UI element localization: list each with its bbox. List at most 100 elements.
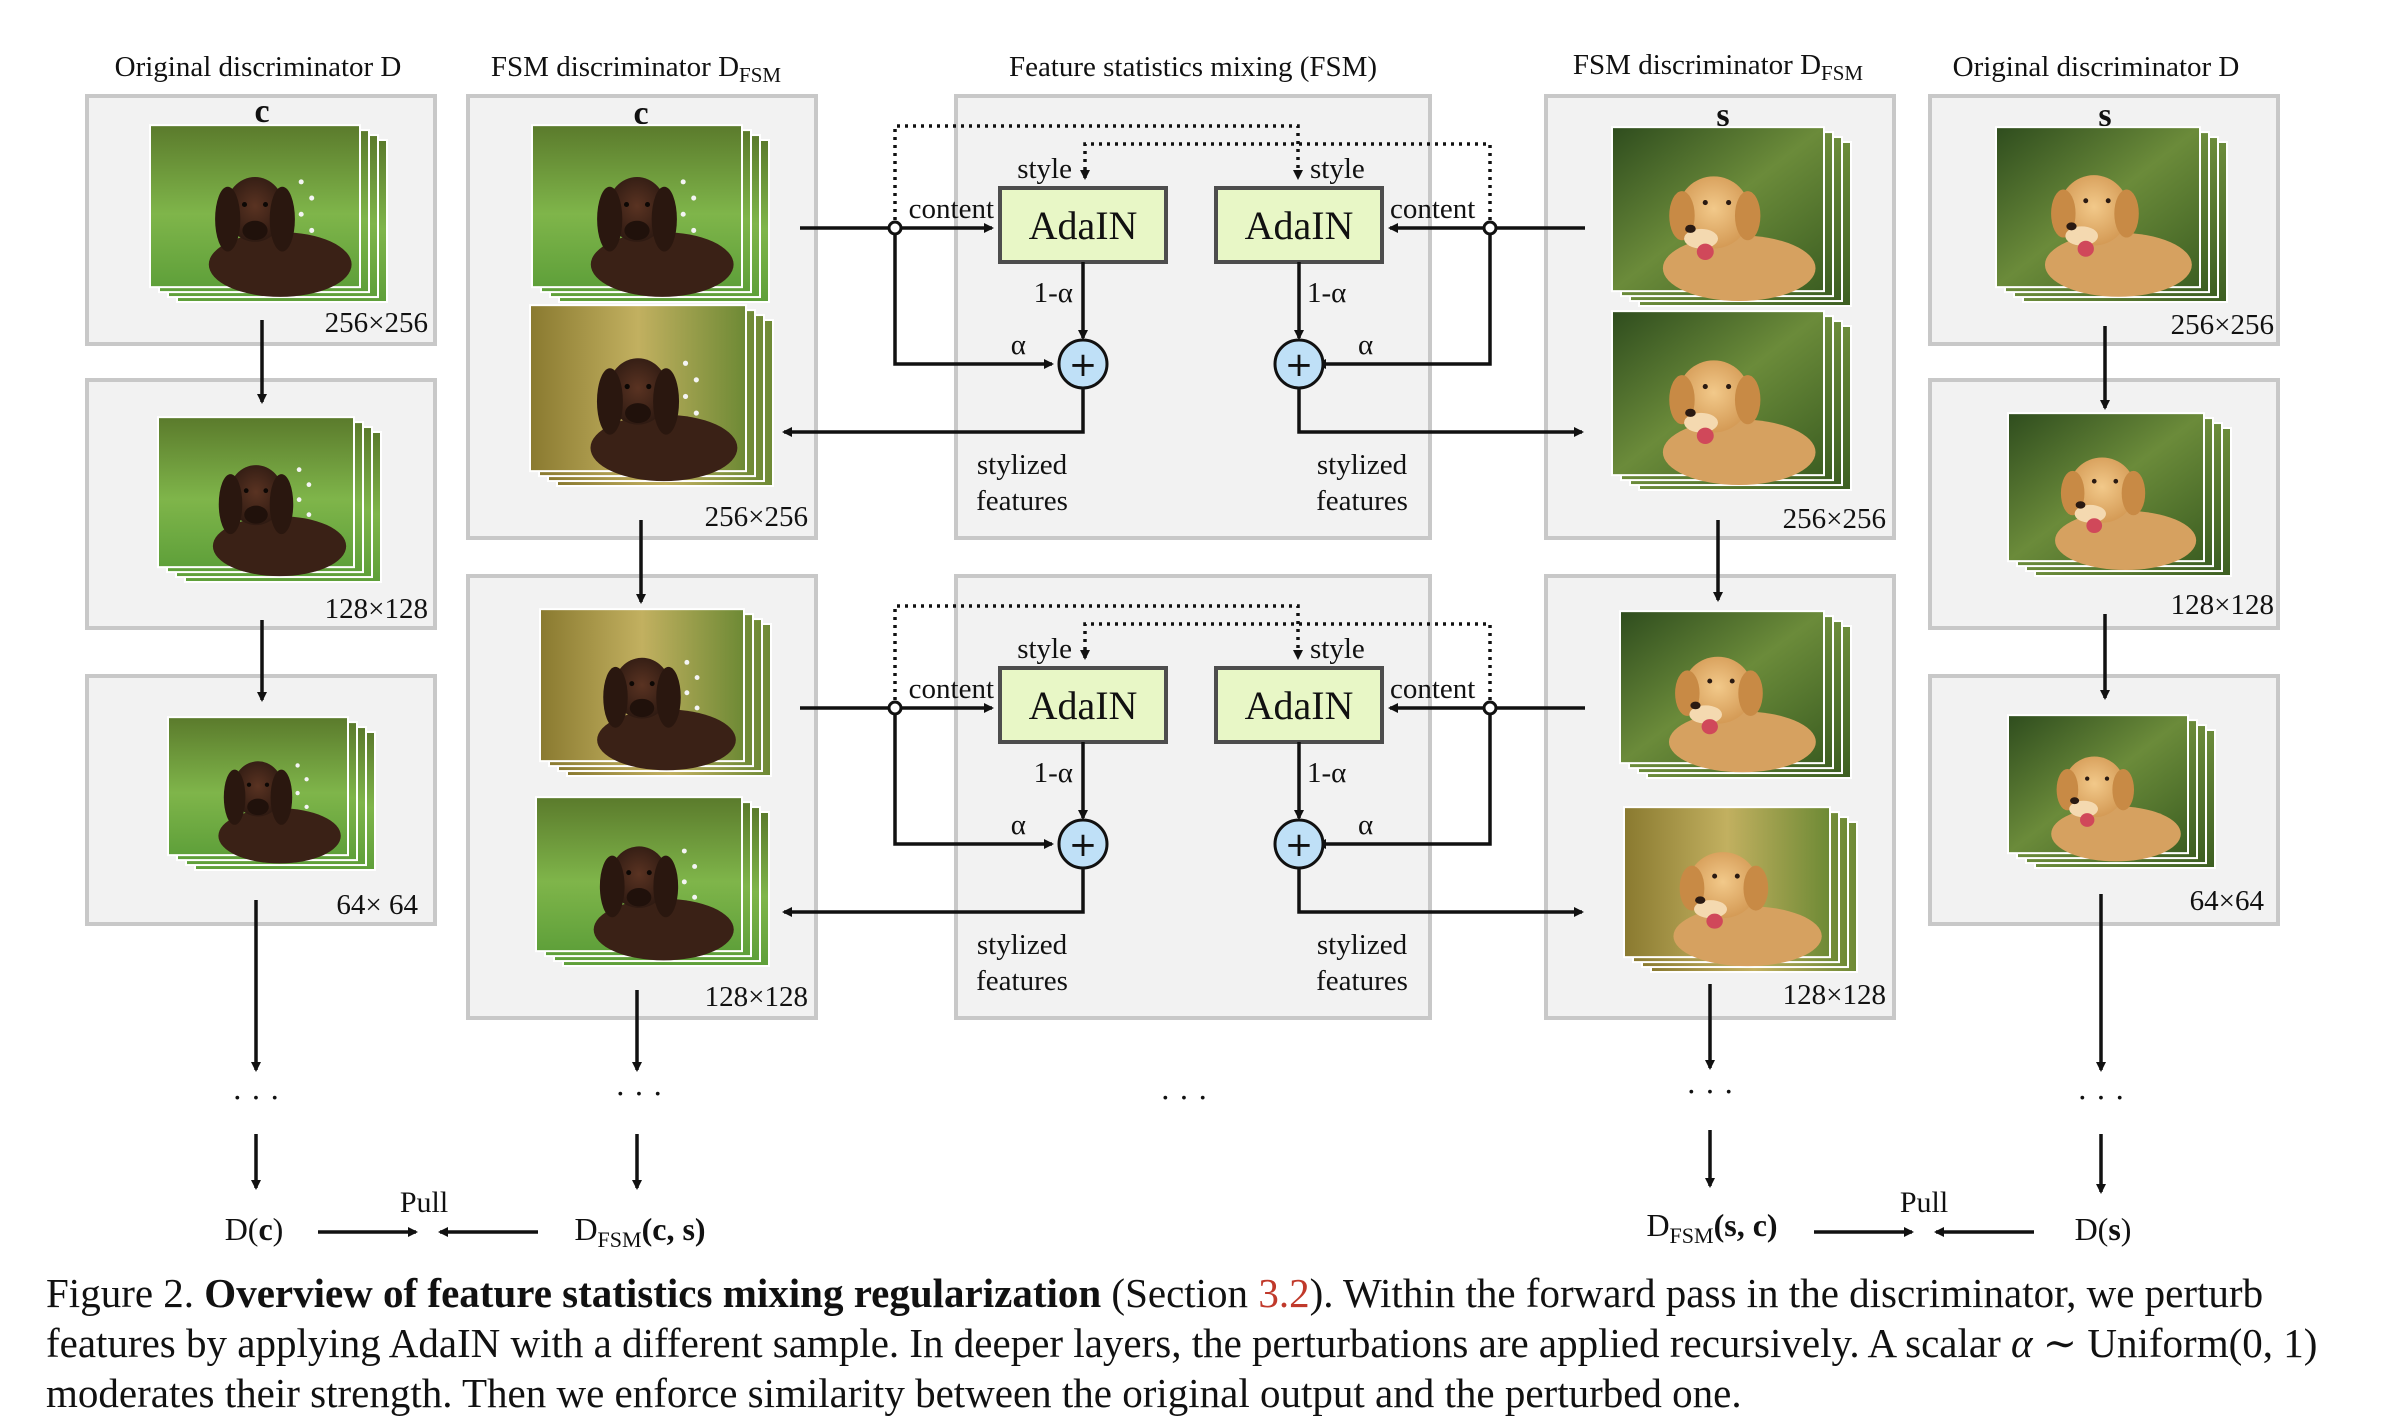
- dots-orig-right: · · ·: [2077, 1079, 2125, 1115]
- stylized-output-right: [1297, 868, 1584, 917]
- features-label-right: features: [1316, 485, 1408, 517]
- size-orig-right-64: 64×64: [2190, 885, 2265, 917]
- stylized-label-right: stylized: [1317, 449, 1408, 481]
- image-stack-c-64: [167, 716, 376, 871]
- alpha-skip-left: [893, 228, 1054, 369]
- image-stack-c-128: [157, 416, 382, 583]
- stylized-output-right: [1297, 388, 1584, 437]
- one-minus-alpha-label-right: 1-α: [1307, 277, 1346, 309]
- svg-text:+: +: [1069, 345, 1098, 385]
- one-minus-alpha-label-left: 1-α: [1034, 757, 1073, 789]
- pull-label-left: Pull: [400, 1186, 448, 1219]
- dots-fsm-left: · · ·: [615, 1075, 663, 1111]
- dots-mixing: · · ·: [1160, 1079, 1208, 1115]
- panel-mixing-bottom: [954, 574, 1432, 1020]
- size-fsm-right-256: 256×256: [1783, 503, 1886, 535]
- adain-label-left: AdaIN: [1029, 203, 1138, 248]
- content-label-right: content: [1390, 193, 1475, 225]
- features-label-left: features: [976, 485, 1068, 517]
- size-orig-right-128: 128×128: [2171, 589, 2274, 621]
- image-stack-fsm-sc-128: [1623, 806, 1858, 973]
- stylized-label-right: stylized: [1317, 929, 1408, 961]
- content-label-left: content: [909, 673, 994, 705]
- panel-mixing-top: [954, 94, 1432, 540]
- style-dotted-line-right-to-left: [1080, 142, 1492, 228]
- svg-text:+: +: [1285, 345, 1314, 385]
- alpha-label-left: α: [1011, 329, 1026, 361]
- title-orig-left: Original discriminator D: [115, 51, 402, 83]
- style-label-left: style: [1017, 633, 1072, 665]
- symbol-c-left-fsm: c: [633, 95, 648, 132]
- features-label-left: features: [976, 965, 1068, 997]
- alpha-label-left: α: [1011, 809, 1026, 841]
- style-dotted-line-left-to-right: [893, 124, 1303, 228]
- caption-bold-title: Overview of feature statistics mixing re…: [204, 1270, 1102, 1316]
- style-dotted-line-right-to-left: [1080, 622, 1492, 708]
- panels: [85, 94, 2280, 1020]
- stylized-output-left: [782, 868, 1085, 917]
- content-label-right: content: [1390, 673, 1475, 705]
- title-mixing: Feature statistics mixing (FSM): [1009, 51, 1377, 83]
- image-stack-fsm-c-128: [539, 608, 772, 777]
- stylized-label-left: stylized: [977, 929, 1068, 961]
- output-d-c: D(c): [225, 1211, 284, 1247]
- size-orig-right-256: 256×256: [2171, 309, 2274, 341]
- section-link[interactable]: 3.2: [1258, 1270, 1310, 1316]
- stylized-label-left: stylized: [977, 449, 1068, 481]
- adain-label-right: AdaIN: [1245, 683, 1354, 728]
- alpha-label-right: α: [1358, 329, 1373, 361]
- output-d-s: D(s): [2075, 1211, 2132, 1247]
- image-stack-fsm-cs-256: [529, 304, 774, 487]
- mixing-blocks: AdaIN AdaIN + + style style content content 1-α 1…: [782, 124, 1585, 997]
- pull-label-right: Pull: [1900, 1186, 1948, 1219]
- title-fsm-left: FSM discriminator DFSM: [491, 51, 781, 87]
- adain-box-right: [1214, 186, 1384, 264]
- style-label-right: style: [1310, 153, 1365, 185]
- output-dfsm-cs: DFSM(c, s): [574, 1211, 705, 1252]
- size-orig-left-64: 64× 64: [336, 889, 418, 921]
- adain-box-left: [998, 186, 1168, 264]
- size-fsm-left-256: 256×256: [705, 501, 808, 533]
- style-dotted-line-left-to-right: [893, 604, 1303, 708]
- size-orig-left-128: 128×128: [325, 593, 428, 625]
- adain-label-left: AdaIN: [1029, 683, 1138, 728]
- style-label-left: style: [1017, 153, 1072, 185]
- image-stacks: [149, 124, 2232, 973]
- image-stack-fsm-c-256: [531, 124, 770, 303]
- image-stack-s-256: [1995, 126, 2228, 303]
- alpha-symbol: α: [2011, 1320, 2033, 1366]
- svg-text:+: +: [1069, 825, 1098, 865]
- alpha-skip-left: [893, 708, 1054, 849]
- image-stack-s-64: [2007, 714, 2216, 869]
- flow-arrows: [251, 320, 2110, 1237]
- adain-label-right: AdaIN: [1245, 203, 1354, 248]
- style-label-right: style: [1310, 633, 1365, 665]
- mixing-block-bottom: AdaIN AdaIN + + style style content content 1-α 1…: [782, 604, 1585, 997]
- alpha-skip-right: [1316, 708, 1492, 849]
- one-minus-alpha-label-left: 1-α: [1034, 277, 1073, 309]
- svg-text:+: +: [1285, 825, 1314, 865]
- image-stack-fsm-sc-256: [1611, 310, 1852, 491]
- size-orig-left-256: 256×256: [325, 307, 428, 339]
- image-stack-fsm-cs-128: [535, 796, 770, 967]
- image-stack-fsm-s-128: [1619, 610, 1852, 779]
- alpha-label-right: α: [1358, 809, 1373, 841]
- figure-caption: Figure 2. Overview of feature statistics…: [46, 1270, 2318, 1416]
- size-fsm-left-128: 128×128: [705, 981, 808, 1013]
- content-label-left: content: [909, 193, 994, 225]
- alpha-skip-right: [1316, 228, 1492, 369]
- symbol-c-left-orig: c: [254, 93, 269, 130]
- symbol-s-right-fsm: s: [1716, 97, 1729, 134]
- dots-fsm-right: · · ·: [1686, 1073, 1734, 1109]
- image-stack-s-128: [2007, 412, 2232, 577]
- dots-orig-left: · · ·: [232, 1079, 280, 1115]
- one-minus-alpha-label-right: 1-α: [1307, 757, 1346, 789]
- image-stack-c-256: [149, 124, 388, 303]
- mixing-block-top: AdaIN AdaIN + + style style content content 1-α 1…: [782, 124, 1585, 517]
- output-dfsm-sc: DFSM(s, c): [1646, 1207, 1777, 1248]
- features-label-right: features: [1316, 965, 1408, 997]
- size-fsm-right-128: 128×128: [1783, 979, 1886, 1011]
- title-orig-right: Original discriminator D: [1953, 51, 2240, 83]
- stylized-output-left: [782, 388, 1085, 437]
